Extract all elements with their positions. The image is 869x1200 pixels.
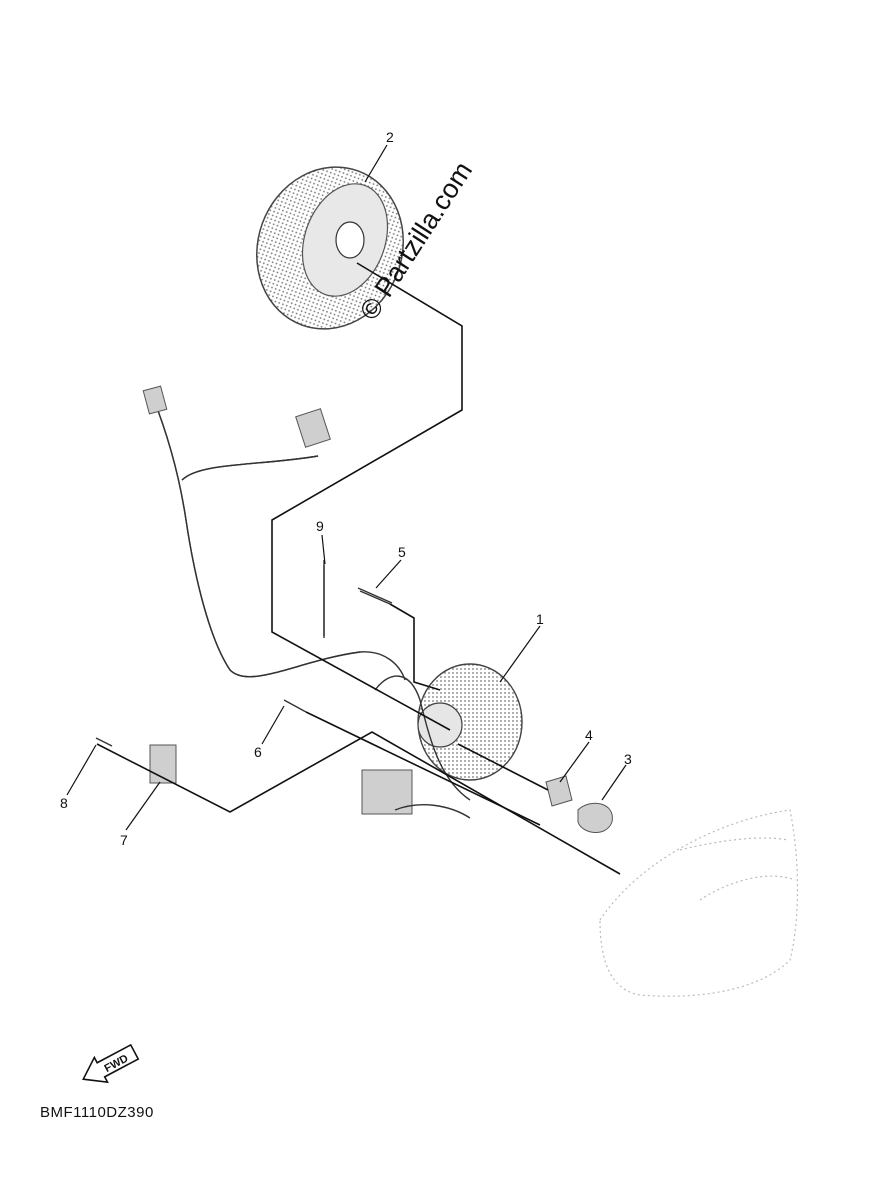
callout-9: 9 [316,518,324,534]
assembly-guide-lines [96,262,621,875]
fwd-arrow-icon: FWD [82,1043,140,1084]
callout-1: 1 [536,611,544,627]
screw-6-icon [283,699,307,713]
crankcase-outline [599,809,799,997]
callout-7: 7 [120,832,128,848]
fwd-label: FWD [103,1053,131,1075]
callout-5: 5 [398,544,406,560]
callout-3: 3 [624,751,632,767]
clamp-7-icon [149,744,177,784]
bolt-5-icon [357,587,393,605]
diagram-code: BMF1110DZ390 [40,1104,154,1121]
callout-6: 6 [254,744,262,760]
screw-8-icon [95,737,113,747]
gasket-4-icon [545,775,573,807]
callout-4: 4 [585,727,593,743]
callout-2: 2 [386,129,394,145]
grommet-3-icon [577,802,613,833]
stator-coil-icon [361,663,523,819]
callout-leaders [66,144,627,831]
wire-harness-icon [142,385,406,681]
callout-8: 8 [60,795,68,811]
